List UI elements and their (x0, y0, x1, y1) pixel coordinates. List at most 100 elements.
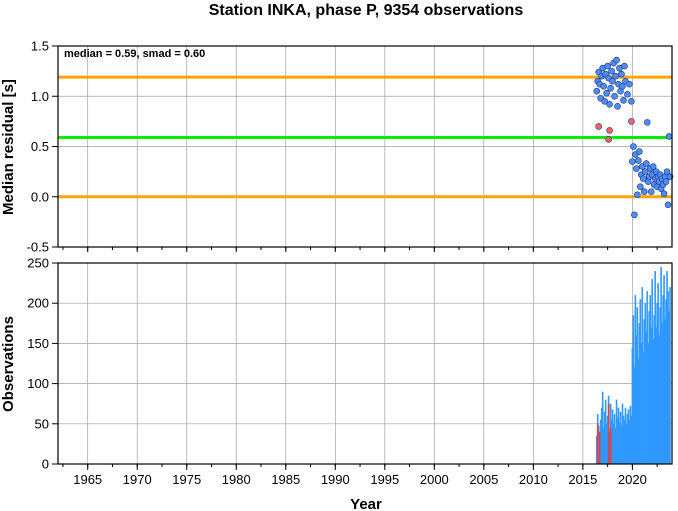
data-point (636, 148, 643, 155)
observation-bar (639, 299, 642, 464)
observation-bar (613, 414, 616, 464)
data-point (635, 157, 642, 164)
x-tick-label: 2015 (568, 472, 597, 487)
y-tick-label: 0.0 (31, 189, 49, 204)
observation-bar (659, 307, 661, 464)
x-tick-label: 2005 (469, 472, 498, 487)
data-point (643, 119, 651, 126)
residual-x-ticks (62, 247, 658, 252)
observation-bar (628, 419, 631, 464)
observation-bar (656, 303, 658, 464)
data-point (660, 190, 668, 198)
observation-bar (596, 423, 599, 464)
residual-y-axis-title: Median residual [s] (0, 79, 17, 215)
observation-bars (595, 267, 671, 464)
data-point (613, 56, 620, 64)
data-point (640, 188, 648, 196)
data-point (630, 143, 637, 150)
observation-bar (658, 335, 660, 464)
y-tick-label: 200 (27, 296, 49, 311)
data-point (600, 82, 607, 90)
observation-bar (666, 271, 668, 464)
residual-panel: 1.51.00.50.0-0.5 median = 0.59, smad = 0… (0, 39, 674, 255)
y-tick-label: -0.5 (27, 240, 49, 255)
data-point (606, 127, 613, 134)
observation-bar (662, 295, 664, 464)
observation-bar (609, 427, 612, 464)
data-point (609, 77, 616, 85)
observation-bar (611, 409, 614, 464)
residual-reference-lines (58, 75, 672, 199)
observation-bar (595, 435, 598, 464)
observation-bar (654, 271, 656, 464)
observation-bar (602, 427, 605, 464)
data-point (620, 96, 627, 104)
data-point (626, 80, 633, 88)
x-tick-label: 2000 (420, 472, 449, 487)
data-point (611, 92, 618, 100)
observation-bar (669, 287, 671, 464)
data-point (663, 168, 671, 175)
observation-bar (641, 287, 644, 464)
observation-bar (615, 399, 618, 464)
y-tick-label: 250 (27, 256, 49, 271)
observation-bar (640, 343, 643, 464)
observation-bar (647, 343, 650, 464)
data-point (619, 82, 626, 90)
data-point (633, 165, 640, 172)
observation-bar (600, 407, 603, 464)
data-point (662, 178, 670, 185)
x-tick-label: 1985 (271, 472, 300, 487)
y-tick-label: 1.5 (31, 39, 49, 54)
observation-bar (624, 407, 627, 464)
x-tick-label: 1995 (370, 472, 399, 487)
observations-frame (57, 262, 673, 465)
data-point (629, 158, 636, 165)
data-point (641, 168, 649, 175)
observation-bar (604, 399, 607, 464)
observation-bar (664, 319, 666, 464)
y-tick-label: 1.0 (31, 89, 49, 104)
observation-bar (638, 323, 641, 464)
data-point (637, 183, 644, 190)
observation-bar (630, 415, 633, 464)
observation-bar (616, 417, 619, 464)
residual-points (593, 56, 674, 219)
observation-bar (597, 425, 600, 464)
data-point (642, 160, 650, 167)
observation-bar (651, 279, 653, 464)
data-point (628, 97, 635, 105)
data-point (621, 62, 628, 70)
data-point (605, 136, 612, 143)
observation-bar (642, 351, 645, 464)
observation-bar (629, 406, 632, 464)
observation-bar (644, 303, 647, 464)
observation-bar (623, 419, 626, 464)
observation-bar (634, 295, 637, 464)
observation-bar (610, 419, 613, 464)
observation-bar (645, 331, 648, 464)
observation-bar (635, 335, 638, 464)
observation-bar (665, 299, 667, 464)
observation-bar (631, 347, 634, 464)
x-tick-label: 2010 (519, 472, 548, 487)
observation-bar (653, 315, 655, 464)
data-point (639, 175, 647, 182)
x-tick-label: 1975 (172, 472, 201, 487)
observation-bar (598, 431, 601, 464)
data-point (607, 84, 614, 92)
x-tick-label: 2020 (618, 472, 647, 487)
observation-bar (663, 275, 665, 464)
observation-bar (626, 414, 629, 464)
observation-bar (636, 307, 639, 464)
observation-bar (617, 407, 620, 464)
data-point (612, 72, 619, 80)
observation-bar (599, 419, 602, 464)
data-point (631, 211, 638, 219)
observation-bar (637, 359, 640, 464)
data-point (634, 191, 641, 199)
